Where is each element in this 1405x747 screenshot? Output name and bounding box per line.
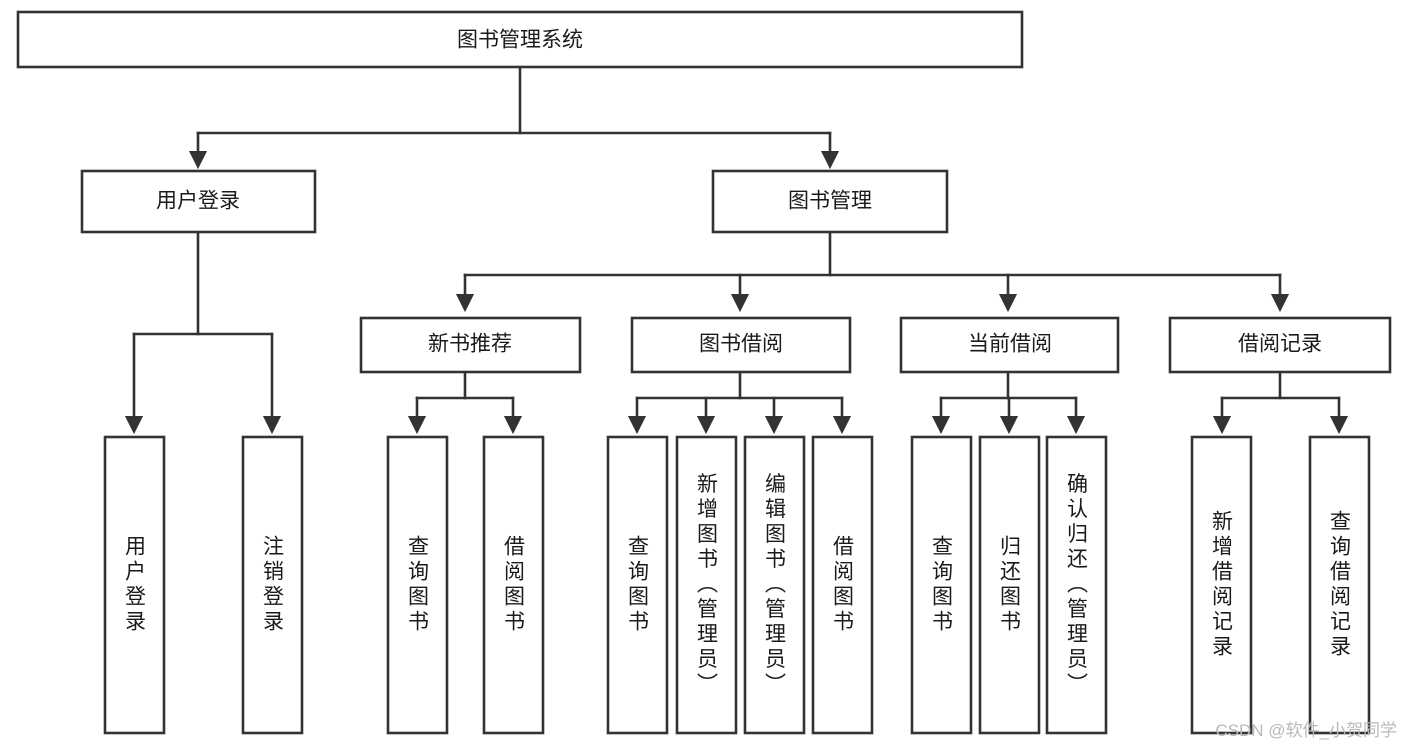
node-leaf-query-record[interactable]: 查询借阅记录 <box>1308 435 1371 735</box>
node-leaf-edit-book-box[interactable] <box>743 435 806 735</box>
node-leaf-query-record-label: 查询借阅记录 <box>1328 510 1352 660</box>
node-leaf-add-record[interactable]: 新增借阅记录 <box>1190 435 1253 735</box>
node-leaf-borrow-book-2-box[interactable] <box>811 435 874 735</box>
node-book-manage[interactable]: 图书管理 <box>711 169 949 234</box>
node-book-borrow-label: 图书借阅 <box>699 333 783 356</box>
node-book-borrow[interactable]: 图书借阅 <box>630 316 852 374</box>
node-leaf-user-login[interactable]: 用户登录 <box>103 435 166 735</box>
node-current-borrow-box[interactable] <box>899 316 1120 374</box>
node-current-borrow[interactable]: 当前借阅 <box>899 316 1120 374</box>
node-leaf-logout[interactable]: 注销登录 <box>241 435 304 735</box>
csdn-watermark: CSDN @软件_小贺同学 <box>1215 721 1397 740</box>
node-leaf-user-login-box[interactable] <box>103 435 166 735</box>
node-root-label: 图书管理系统 <box>457 29 583 52</box>
node-leaf-query-record-box[interactable] <box>1308 435 1371 735</box>
node-borrow-record[interactable]: 借阅记录 <box>1168 316 1392 374</box>
node-new-book-rec[interactable]: 新书推荐 <box>359 316 582 374</box>
node-leaf-add-record-box[interactable] <box>1190 435 1253 735</box>
node-user-login-box[interactable] <box>80 169 317 234</box>
node-leaf-logout-box[interactable] <box>241 435 304 735</box>
node-book-borrow-box[interactable] <box>630 316 852 374</box>
node-new-book-rec-label: 新书推荐 <box>428 333 512 356</box>
node-root[interactable]: 图书管理系统 <box>16 10 1024 69</box>
node-leaf-return-book-box[interactable] <box>978 435 1041 735</box>
node-leaf-borrow-book-1-label: 借阅图书 <box>502 535 526 635</box>
node-leaf-query-book-1-label: 查询图书 <box>406 535 430 635</box>
node-leaf-borrow-book-2[interactable]: 借阅图书 <box>811 435 874 735</box>
node-root-box[interactable] <box>16 10 1024 69</box>
node-leaf-confirm-return-box[interactable] <box>1045 435 1108 735</box>
node-leaf-confirm-return[interactable]: 确认归还（管理员） <box>1045 435 1108 735</box>
node-leaf-add-record-label: 新增借阅记录 <box>1210 510 1234 660</box>
node-leaf-query-book-2-label: 查询图书 <box>626 535 650 635</box>
node-leaf-query-book-2[interactable]: 查询图书 <box>606 435 669 735</box>
node-book-manage-label: 图书管理 <box>788 190 872 213</box>
node-leaf-edit-book[interactable]: 编辑图书（管理员） <box>743 435 806 735</box>
node-leaf-return-book-label: 归还图书 <box>998 535 1022 635</box>
node-leaf-logout-label: 注销登录 <box>261 535 285 635</box>
node-borrow-record-label: 借阅记录 <box>1238 333 1322 356</box>
node-current-borrow-label: 当前借阅 <box>968 333 1052 356</box>
node-user-login-label: 用户登录 <box>156 190 240 213</box>
node-user-login[interactable]: 用户登录 <box>80 169 317 234</box>
node-leaf-query-book-2-box[interactable] <box>606 435 669 735</box>
node-leaf-query-book-3-box[interactable] <box>910 435 973 735</box>
node-leaf-query-book-1[interactable]: 查询图书 <box>386 435 449 735</box>
edge-group <box>124 65 1349 435</box>
node-new-book-rec-box[interactable] <box>359 316 582 374</box>
node-leaf-borrow-book-1-box[interactable] <box>482 435 545 735</box>
node-leaf-query-book-1-box[interactable] <box>386 435 449 735</box>
node-leaf-borrow-book-2-label: 借阅图书 <box>831 535 855 635</box>
node-leaf-add-book-box[interactable] <box>675 435 738 735</box>
node-leaf-query-book-3-label: 查询图书 <box>930 535 954 635</box>
node-leaf-add-book-label: 新增图书（管理员） <box>695 473 719 698</box>
node-leaf-add-book[interactable]: 新增图书（管理员） <box>675 435 738 735</box>
node-leaf-return-book[interactable]: 归还图书 <box>978 435 1041 735</box>
node-leaf-edit-book-label: 编辑图书（管理员） <box>763 473 787 698</box>
node-borrow-record-box[interactable] <box>1168 316 1392 374</box>
node-leaf-query-book-3[interactable]: 查询图书 <box>910 435 973 735</box>
node-book-manage-box[interactable] <box>711 169 949 234</box>
node-leaf-user-login-label: 用户登录 <box>123 535 147 635</box>
node-leaf-confirm-return-label: 确认归还（管理员） <box>1065 473 1089 698</box>
node-leaf-borrow-book-1[interactable]: 借阅图书 <box>482 435 545 735</box>
